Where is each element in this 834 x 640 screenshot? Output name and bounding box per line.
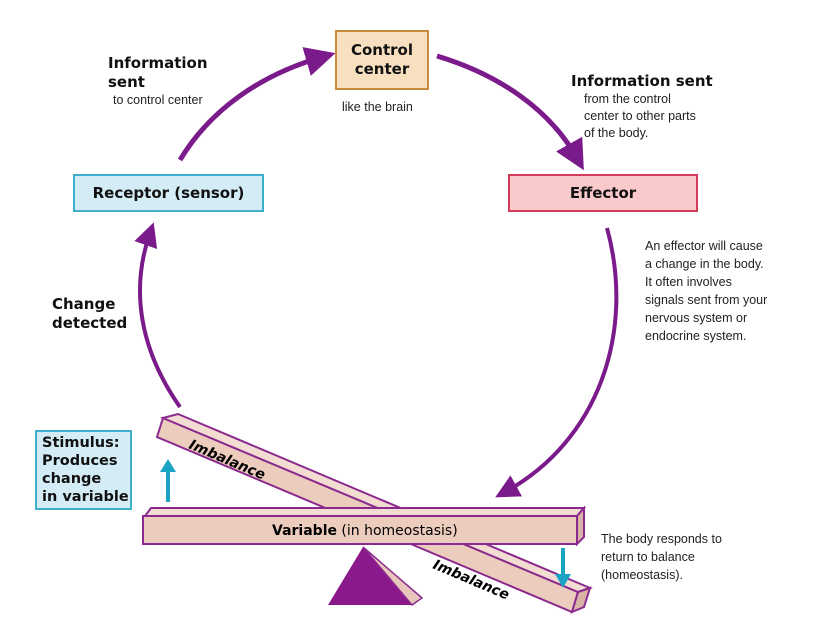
change-detected-line2: detected: [52, 314, 128, 332]
effector-label: Effector: [569, 184, 637, 202]
variable-label-bold: Variable: [272, 523, 337, 539]
variable-label: Variable (in homeostasis): [272, 523, 458, 539]
variable-beam: [142, 505, 587, 547]
stimulus-box: Stimulus: Produces change in variable: [35, 430, 132, 510]
effector-note-line6: endocrine system.: [645, 329, 747, 343]
arrow-receptor-to-control: [177, 47, 336, 162]
response-note-line1: The body responds to: [601, 532, 722, 546]
response-down-arrow: [555, 548, 571, 588]
response-note-line2: return to balance: [601, 550, 695, 564]
control-center-note: like the brain: [342, 100, 413, 114]
effector-box: Effector: [508, 174, 698, 212]
info-sent-right: Information sent from the control center…: [571, 72, 713, 142]
variable-label-rest: (in homeostasis): [337, 523, 458, 539]
fulcrum: [328, 546, 424, 607]
receptor-box: Receptor (sensor): [73, 174, 264, 212]
change-detected-label: Change detected: [52, 295, 127, 333]
control-center-line1: Control: [350, 41, 413, 59]
effector-note-line5: nervous system or: [645, 311, 748, 325]
effector-note-line1: An effector will cause: [645, 239, 763, 253]
response-note-line3: (homeostasis).: [601, 568, 683, 582]
info-sent-left: Information sent to control center: [108, 54, 208, 109]
control-center-line2: center: [354, 60, 410, 78]
info-sent-right-line3: of the body.: [584, 126, 649, 140]
info-sent-right-line2: center to other parts: [584, 109, 696, 123]
arrow-effector-to-variable: [495, 227, 619, 498]
info-sent-left-line1: Information: [108, 54, 208, 72]
control-center-box: Control center: [335, 30, 429, 90]
stimulus-line2: Produces: [42, 453, 118, 469]
stimulus-up-arrow: [160, 459, 176, 502]
stimulus-line1: Stimulus:: [42, 435, 120, 451]
info-sent-right-line1: from the control: [584, 92, 671, 106]
stimulus-line4: in variable: [42, 489, 129, 505]
arrow-imbalance-to-receptor: [134, 222, 182, 409]
info-sent-right-title: Information sent: [571, 72, 713, 90]
stimulus-line3: change: [42, 471, 102, 487]
response-note: The body responds to return to balance (…: [601, 530, 722, 584]
effector-note: An effector will cause a change in the b…: [645, 237, 767, 345]
change-detected-line1: Change: [52, 295, 116, 313]
effector-note-line3: It often involves: [645, 275, 732, 289]
receptor-label: Receptor (sensor): [92, 184, 245, 202]
info-sent-left-line2: sent: [108, 73, 145, 91]
arrow-control-to-effector: [436, 53, 584, 171]
effector-note-line2: a change in the body.: [645, 257, 764, 271]
info-sent-left-note: to control center: [113, 93, 203, 107]
effector-note-line4: signals sent from your: [645, 293, 768, 307]
